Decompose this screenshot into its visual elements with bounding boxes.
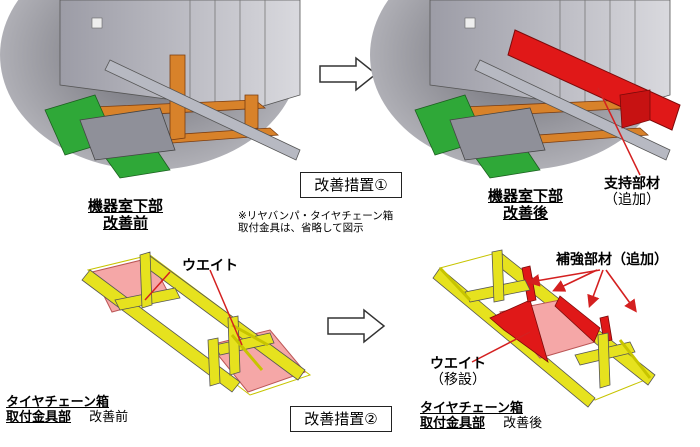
chain-box-bracket-before-drawing xyxy=(81,251,312,396)
bottom-after-caption: タイヤチェーン箱 取付金具部 改善後 xyxy=(420,401,543,432)
top-after-caption-line2: 改善後 xyxy=(503,204,549,223)
machine-room-before-drawing xyxy=(0,0,301,179)
bottom-after-caption-line2: 取付金具部 xyxy=(420,415,486,431)
reinforcement-label: 補強部材（追加） xyxy=(556,252,668,268)
bottom-transition-arrow xyxy=(327,308,386,344)
measure-1-box: 改善措置① xyxy=(300,172,402,198)
chain-box-bracket-after-drawing xyxy=(432,249,656,408)
top-before-caption: 機器室下部 改善前 xyxy=(88,197,164,233)
top-before-caption-line2: 改善前 xyxy=(103,214,149,233)
weight-label-after-line1: ウエイト xyxy=(430,356,486,372)
bottom-after-caption-line1: タイヤチェーン箱 xyxy=(420,401,523,416)
omission-note-line1: ※リヤバンパ・タイヤチェーン箱 xyxy=(238,210,394,222)
bottom-before-caption-line2: 取付金具部 xyxy=(6,409,72,425)
omission-note-line2: 取付金具は、省略して図示 xyxy=(238,222,364,235)
support-member-label-line1: 支持部材 xyxy=(604,176,660,192)
measure-2-box: 改善措置② xyxy=(290,406,392,432)
top-before-caption-line1: 機器室下部 xyxy=(88,197,164,215)
top-after-caption-line1: 機器室下部 xyxy=(488,187,564,205)
support-member-label-line2: （追加） xyxy=(604,192,660,209)
bottom-before-caption-line1: タイヤチェーン箱 xyxy=(6,395,109,410)
measure-1-label: 改善措置① xyxy=(314,176,388,194)
bottom-before-caption-suffix: 改善前 xyxy=(89,409,129,425)
weight-label-after: ウエイト （移設） xyxy=(430,356,486,388)
bottom-before-caption: タイヤチェーン箱 取付金具部 改善前 xyxy=(6,395,129,426)
top-after-caption: 機器室下部 改善後 xyxy=(488,187,564,223)
weight-label-before: ウエイト xyxy=(182,258,238,274)
machine-room-after-drawing xyxy=(370,0,681,179)
support-member-label: 支持部材 （追加） xyxy=(604,176,660,208)
omission-note: ※リヤバンパ・タイヤチェーン箱 取付金具は、省略して図示 xyxy=(238,210,393,234)
measure-2-label: 改善措置② xyxy=(304,410,378,428)
top-transition-arrow xyxy=(319,56,378,92)
bottom-after-caption-suffix: 改善後 xyxy=(503,415,543,431)
weight-label-after-line2: （移設） xyxy=(430,372,486,389)
